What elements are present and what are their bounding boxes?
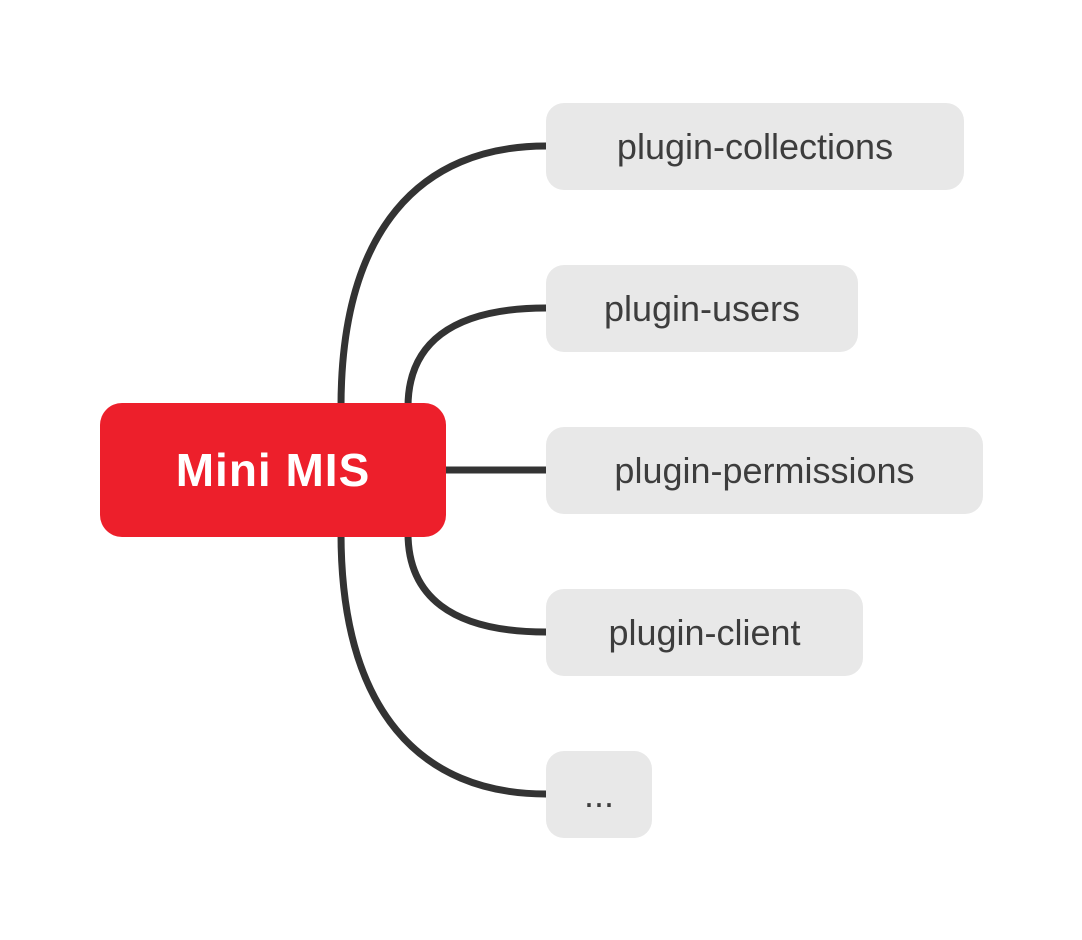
connector-root-to-more bbox=[337, 529, 550, 798]
root-node-mini-mis[interactable]: Mini MIS bbox=[100, 403, 446, 537]
child-node-plugin-users[interactable]: plugin-users bbox=[546, 265, 858, 352]
child-node-label: plugin-users bbox=[603, 288, 801, 329]
child-node-label: plugin-permissions bbox=[614, 450, 915, 491]
child-node-plugin-collections[interactable]: plugin-collections bbox=[546, 103, 964, 190]
child-node-more[interactable]: ... bbox=[546, 751, 652, 838]
root-node-label: Mini MIS bbox=[175, 444, 371, 496]
connector-root-to-plugin-users bbox=[404, 304, 550, 411]
child-node-label: ... bbox=[583, 774, 614, 815]
child-node-plugin-permissions[interactable]: plugin-permissions bbox=[546, 427, 983, 514]
child-node-label: plugin-client bbox=[608, 612, 801, 653]
child-node-label: plugin-collections bbox=[616, 126, 894, 167]
child-node-plugin-client[interactable]: plugin-client bbox=[546, 589, 863, 676]
connector-root-to-plugin-client bbox=[404, 529, 550, 636]
connector-root-to-plugin-collections bbox=[337, 142, 550, 411]
